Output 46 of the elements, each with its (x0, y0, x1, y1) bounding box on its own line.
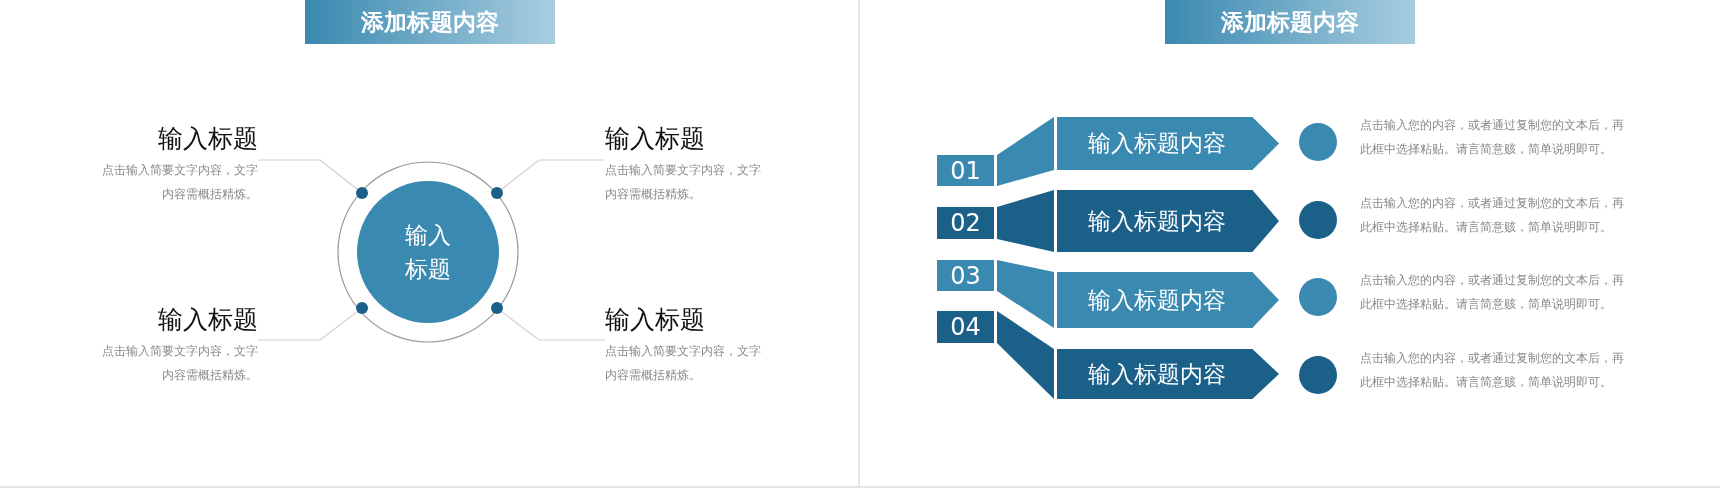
number-label: 03 (950, 261, 981, 290)
description-text: 点击输入您的内容，或者通过复制您的文本后，再此框中选择粘贴。请言简意赅，简单说明即可。 (1360, 272, 1625, 313)
banner-label: 输入标题内容 (1088, 285, 1226, 315)
circle-marker (1299, 356, 1337, 394)
arrow-banner (1057, 272, 1279, 328)
number-tab (937, 155, 994, 186)
dot-marker (491, 302, 503, 314)
leader-line (501, 311, 606, 341)
leader-line (257, 311, 358, 341)
description-text: 点击输入简要文字内容，文字内容需概括精炼。 (605, 343, 762, 384)
arrow-banner (1057, 349, 1279, 399)
description-text: 点击输入您的内容，或者通过复制您的文本后，再此框中选择粘贴。请言简意赅，简单说明即可。 (1360, 117, 1625, 158)
heading-text: 输入标题 (605, 123, 706, 155)
leader-line (257, 159, 358, 190)
number-tab (937, 311, 994, 343)
heading-text: 输入标题 (605, 304, 706, 336)
funnel-connector (997, 311, 1054, 399)
dot-marker (491, 187, 503, 199)
circle-marker (1299, 278, 1337, 316)
number-tab (937, 260, 994, 291)
funnel-connector (997, 260, 1054, 328)
description-text: 点击输入您的内容，或者通过复制您的文本后，再此框中选择粘贴。请言简意赅，简单说明即可。 (1360, 195, 1625, 236)
description-text: 点击输入简要文字内容，文字内容需概括精炼。 (101, 162, 258, 203)
heading-text: 输入标题 (157, 123, 258, 155)
circle-marker (1299, 123, 1337, 161)
number-label: 02 (950, 209, 981, 237)
description-text: 点击输入简要文字内容，文字内容需概括精炼。 (605, 162, 762, 203)
center-circle (357, 181, 499, 323)
number-tab (937, 207, 994, 239)
banner-label: 输入标题内容 (1088, 129, 1226, 158)
leader-line (501, 159, 606, 190)
number-label: 01 (950, 156, 981, 185)
title-banner: 添加标题内容 (305, 0, 555, 44)
banner-label: 输入标题内容 (1088, 359, 1226, 389)
funnel-connector (997, 190, 1054, 252)
heading-text: 输入标题 (157, 304, 258, 336)
arrow-banner (1057, 190, 1279, 252)
banner-label: 输入标题内容 (1088, 206, 1226, 236)
description-text: 点击输入简要文字内容，文字内容需概括精炼。 (101, 343, 258, 384)
funnel-connector (997, 117, 1054, 186)
circle-marker (1299, 201, 1337, 239)
title-banner: 添加标题内容 (1165, 0, 1415, 44)
circle-label: 输入标题 (404, 221, 452, 284)
arrow-banner (1057, 117, 1279, 170)
description-text: 点击输入您的内容，或者通过复制您的文本后，再此框中选择粘贴。请言简意赅，简单说明即可。 (1360, 350, 1625, 391)
number-label: 04 (950, 313, 981, 341)
